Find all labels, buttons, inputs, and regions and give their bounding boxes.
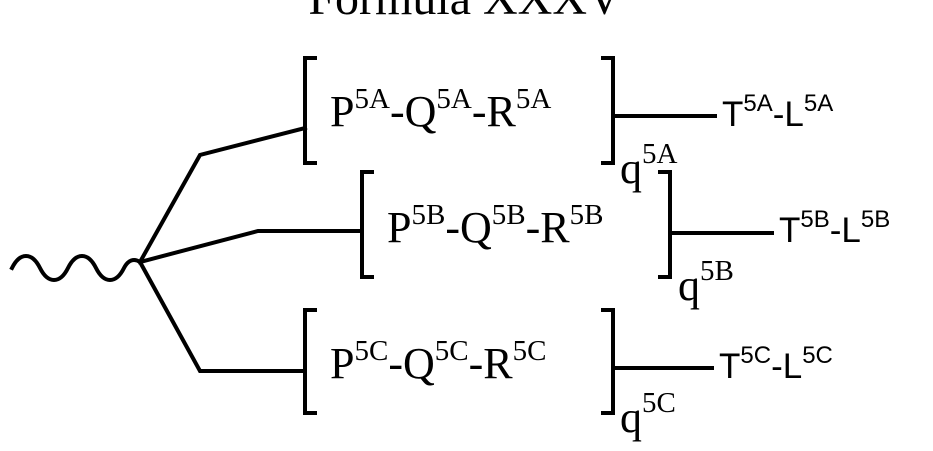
repeat-unit: P5A-Q5A-R5A <box>330 83 551 136</box>
branch-bond-middle <box>140 231 362 262</box>
branch-5a: P5A-Q5A-R5A q5A T5A-L5A <box>305 58 833 193</box>
right-bracket <box>603 58 613 163</box>
repeat-count: q5B <box>678 255 734 310</box>
terminal-group: T5C-L5C <box>719 342 833 386</box>
right-bracket <box>660 172 670 277</box>
repeat-unit: P5B-Q5B-R5B <box>387 199 603 252</box>
left-bracket <box>305 310 315 413</box>
repeat-count: q5C <box>620 387 676 442</box>
right-bracket <box>603 310 613 413</box>
formula-title: Formula XXXV <box>308 0 622 25</box>
left-bracket <box>305 58 315 163</box>
terminal-group: T5B-L5B <box>779 206 890 250</box>
wavy-bond <box>12 256 140 280</box>
branch-bond-lower <box>140 262 305 371</box>
branch-5c: P5C-Q5C-R5C q5C T5C-L5C <box>305 310 833 442</box>
terminal-group: T5A-L5A <box>722 90 833 134</box>
repeat-unit: P5C-Q5C-R5C <box>330 335 546 388</box>
left-bracket <box>362 172 372 277</box>
